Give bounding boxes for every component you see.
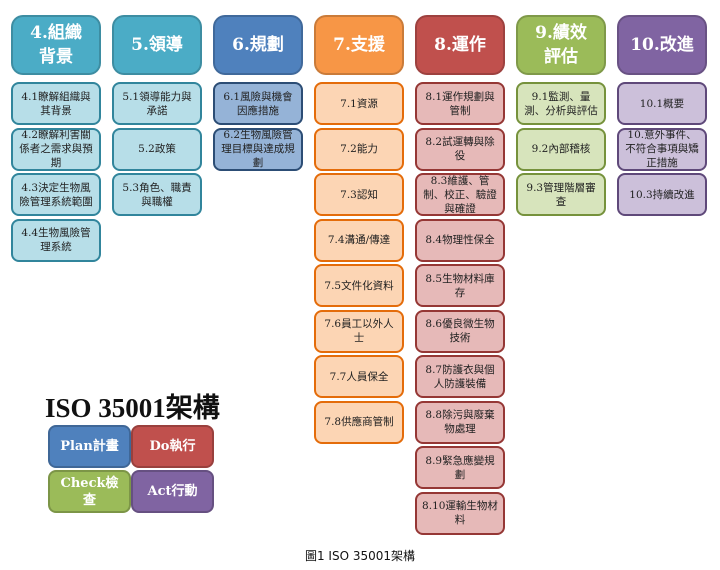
clause-header: 8.運作: [415, 15, 505, 75]
clause-item: 8.4物理性保全: [415, 218, 505, 262]
clause-item: 6.1風險與機會因應措施: [213, 82, 303, 125]
pdca-do: Do執行: [131, 425, 214, 468]
clause-item: 4.4生物風險管理系統: [11, 218, 101, 262]
clause-item: 7.1資源: [314, 82, 404, 125]
clause-item: 7.6員工以外人士: [314, 309, 404, 353]
figure-caption: 圖1 ISO 35001架構: [304, 549, 416, 563]
clause-item: 7.8供應商管制: [314, 400, 404, 444]
clause-item: 10.意外事件、不符合事項與矯正措施: [617, 127, 707, 171]
clause-item: 5.3角色、職責與職權: [112, 173, 202, 216]
clause-item: 8.1運作規劃與管制: [415, 82, 505, 125]
clause-item: 9.3管理階層審查: [516, 173, 606, 216]
clause-item: 8.5生物材料庫存: [415, 264, 505, 307]
pdca-act-label: Act行動: [147, 484, 198, 499]
clause-item: 8.6優良微生物技術: [415, 309, 505, 353]
pdca-check: Check檢查: [48, 470, 131, 513]
clause-item: 8.2試運轉與除役: [415, 127, 505, 171]
clause-item: 4.1瞭解組織與其背景: [11, 82, 101, 125]
clause-header: 5.領導: [112, 15, 202, 75]
clause-item: 7.3認知: [314, 173, 404, 216]
clause-item: 6.2生物風險管理目標與達成規劃: [213, 127, 303, 171]
clause-item: 4.2瞭解利害關係者之需求與預期: [11, 127, 101, 171]
clause-item: 8.8除污與廢棄物處理: [415, 400, 505, 444]
framework-title: ISO 35001架構: [45, 393, 220, 423]
clause-item: 7.4溝通/傳達: [314, 218, 404, 262]
clause-item: 4.3決定生物風險管理系統範圍: [11, 173, 101, 216]
clause-item: 7.7人員保全: [314, 355, 404, 398]
clause-item: 9.2內部稽核: [516, 127, 606, 171]
pdca-plan: Plan計畫: [48, 425, 131, 468]
clause-item: 7.5文件化資料: [314, 264, 404, 307]
clause-item: 8.7防護衣與個人防護裝備: [415, 355, 505, 398]
clause-item: 9.1監測、量測、分析與評估: [516, 82, 606, 125]
pdca-act: Act行動: [131, 470, 214, 513]
clause-item: 10.1概要: [617, 82, 707, 125]
pdca-check-label: Check檢查: [60, 475, 119, 508]
pdca-plan-label: Plan計畫: [60, 439, 119, 454]
clause-item: 5.1領導能力與承諾: [112, 82, 202, 125]
clause-header: 6.規劃: [213, 15, 303, 75]
clause-header: 10.改進: [617, 15, 707, 75]
clause-header: 9.績效評估: [516, 15, 606, 75]
pdca-do-label: Do執行: [149, 439, 196, 454]
clause-item: 7.2能力: [314, 127, 404, 171]
clause-header: 7.支援: [314, 15, 404, 75]
clause-item: 10.3持續改進: [617, 173, 707, 216]
clause-header: 4.組織背景: [11, 15, 101, 75]
clause-item: 8.10運輸生物材料: [415, 491, 505, 535]
clause-item: 8.9緊急應變規劃: [415, 446, 505, 489]
clause-item: 5.2政策: [112, 127, 202, 171]
clause-item: 8.3維護、管制、校正、驗證與確證: [415, 173, 505, 216]
